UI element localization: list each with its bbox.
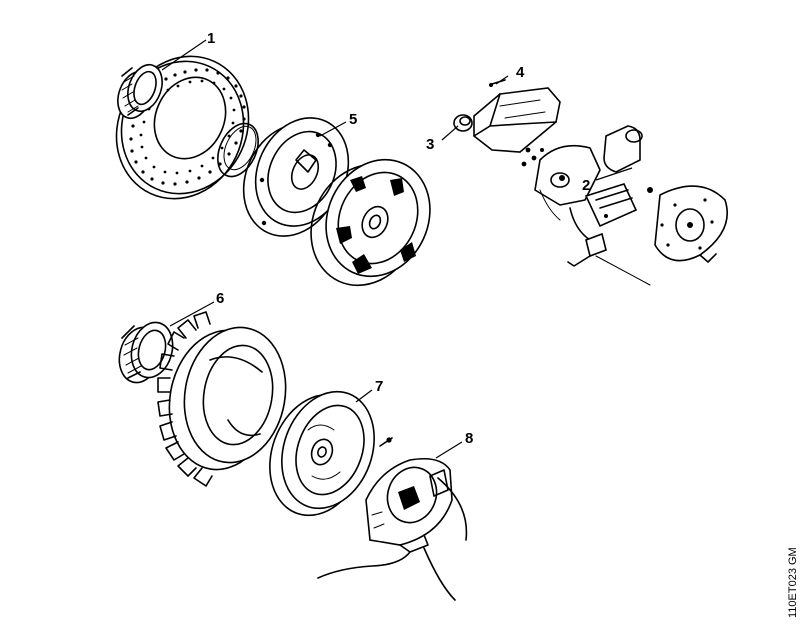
part-3-knob bbox=[453, 114, 473, 132]
leader-2 bbox=[595, 167, 633, 181]
part-5-flywheel-pair bbox=[217, 117, 431, 287]
module-bolt bbox=[386, 437, 392, 443]
callout-1: 1 bbox=[207, 30, 215, 47]
callout-8: 8 bbox=[465, 430, 473, 447]
leader-lines bbox=[161, 39, 633, 459]
leader-6 bbox=[169, 301, 215, 327]
callout-7: 7 bbox=[375, 378, 383, 395]
part-7-flywheel bbox=[269, 390, 375, 517]
leader-4 bbox=[495, 75, 509, 85]
leader-7 bbox=[355, 389, 373, 403]
roller-bearing bbox=[117, 63, 163, 120]
callout-4: 4 bbox=[516, 64, 525, 81]
part-6-bearing-ring bbox=[118, 321, 174, 384]
part-8-ignition-module bbox=[317, 437, 468, 601]
callout-5: 5 bbox=[349, 111, 357, 128]
part-2-breaker-plate-and-condenser bbox=[521, 125, 653, 286]
part-4-cover-and-screw bbox=[473, 79, 561, 153]
callout-labels: 1 2 3 4 5 6 7 8 bbox=[207, 30, 590, 447]
front-fan-flywheel bbox=[310, 158, 431, 287]
part-1-bearing-and-disc bbox=[115, 55, 250, 200]
callout-6: 6 bbox=[216, 290, 224, 307]
leader-1 bbox=[161, 39, 207, 71]
perforated-disc bbox=[115, 55, 250, 200]
leader-8 bbox=[435, 441, 463, 459]
reference-code: 110ET023 GM bbox=[787, 547, 799, 618]
finned-rotor bbox=[157, 311, 287, 487]
callout-2: 2 bbox=[582, 177, 590, 194]
leader-3 bbox=[441, 125, 459, 141]
stator-backplate bbox=[654, 185, 729, 263]
o-ring bbox=[217, 122, 259, 178]
callout-3: 3 bbox=[426, 136, 434, 153]
leader-5 bbox=[319, 121, 347, 137]
